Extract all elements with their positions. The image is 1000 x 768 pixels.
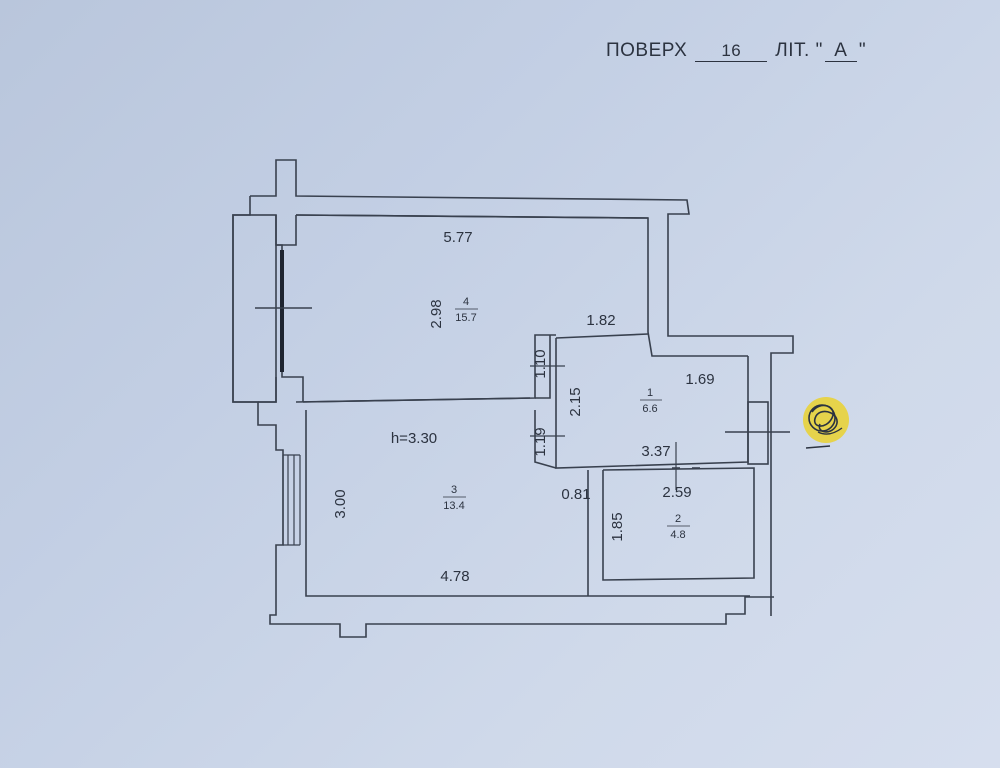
dim-room1-height: 2.15 [567, 387, 584, 416]
dim-room4-width: 5.77 [443, 229, 472, 246]
exterior-walls [232, 159, 794, 638]
dim-notch-upper: 1.10 [532, 349, 549, 378]
dim-notch-width: 1.82 [586, 312, 615, 329]
room3-area: 13.4 [443, 500, 464, 512]
dim-room1-bottom: 3.37 [641, 443, 670, 460]
room-4: 5.77 2.98 4 15.7 1.82 [428, 229, 616, 329]
stamp-marker [803, 397, 849, 449]
dim-room3-width: 4.78 [440, 568, 469, 585]
room4-number: 4 [463, 296, 469, 308]
dim-room4-height: 2.98 [428, 299, 445, 328]
room-2: 2.59 1.85 2 4.8 [609, 484, 692, 542]
floor-number: 16 [695, 41, 768, 62]
lit-label: ЛІТ. [775, 40, 810, 61]
dim-room1-width: 1.69 [685, 371, 714, 388]
interior-walls [255, 214, 790, 616]
quote-close: " [858, 40, 867, 61]
room1-number: 1 [647, 387, 653, 399]
quote-open: " [815, 40, 823, 61]
dim-room2-width: 2.59 [662, 484, 691, 501]
dim-room3-height: 3.00 [332, 489, 349, 518]
sheet-header: ПОВЕРХ 16 ЛІТ. "А" [606, 40, 866, 62]
ceiling-height: h=3.30 [391, 430, 437, 447]
room-1: 1.10 2.15 1.19 1.69 1 6.6 3.37 [532, 349, 715, 460]
room-3: h=3.30 3.00 3 13.4 4.78 0.81 [332, 430, 591, 585]
floor-label: ПОВЕРХ [606, 40, 688, 61]
room2-number: 2 [675, 513, 681, 525]
lit-value: А [824, 41, 857, 62]
dim-notch-lower: 1.19 [532, 427, 549, 456]
room4-area: 15.7 [455, 312, 476, 324]
room1-area: 6.6 [642, 403, 657, 415]
room3-number: 3 [451, 484, 457, 496]
dim-room2-height: 1.85 [609, 512, 626, 541]
room2-area: 4.8 [670, 529, 685, 541]
dim-wall-gap: 0.81 [561, 486, 590, 503]
